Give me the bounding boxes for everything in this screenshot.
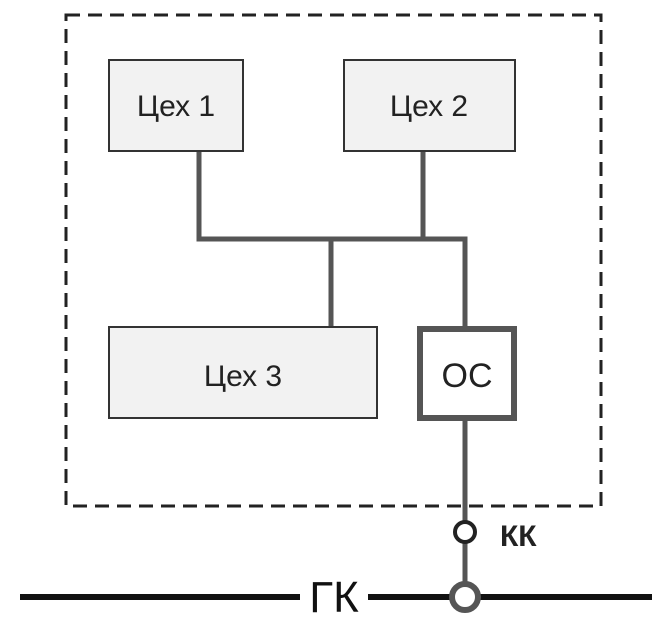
gk-connection-node bbox=[449, 581, 481, 613]
kk-circle bbox=[453, 520, 477, 544]
internal-connectors bbox=[196, 148, 468, 588]
enterprise-boundary bbox=[64, 13, 603, 508]
kk-label: КК bbox=[500, 520, 537, 553]
workshop-2-label: Цех 2 bbox=[390, 90, 468, 123]
os-box: ОС bbox=[417, 326, 517, 421]
workshop-3-label: Цех 3 bbox=[204, 360, 282, 393]
gk-label: ГК bbox=[309, 573, 359, 622]
workshop-2-rect bbox=[343, 59, 516, 152]
workshop-1-box: Цех 1 bbox=[108, 59, 244, 152]
workshop-1-rect bbox=[108, 59, 244, 152]
main-line-gk: ГК bbox=[20, 573, 652, 622]
kk-node: КК bbox=[453, 520, 537, 553]
workshop-3-rect bbox=[108, 326, 378, 419]
workshop-3-box: Цех 3 bbox=[108, 326, 378, 419]
os-rect bbox=[417, 326, 517, 421]
os-label: ОС bbox=[442, 357, 493, 395]
workshop-2-box: Цех 2 bbox=[343, 59, 516, 152]
workshop-1-label: Цех 1 bbox=[137, 90, 215, 123]
